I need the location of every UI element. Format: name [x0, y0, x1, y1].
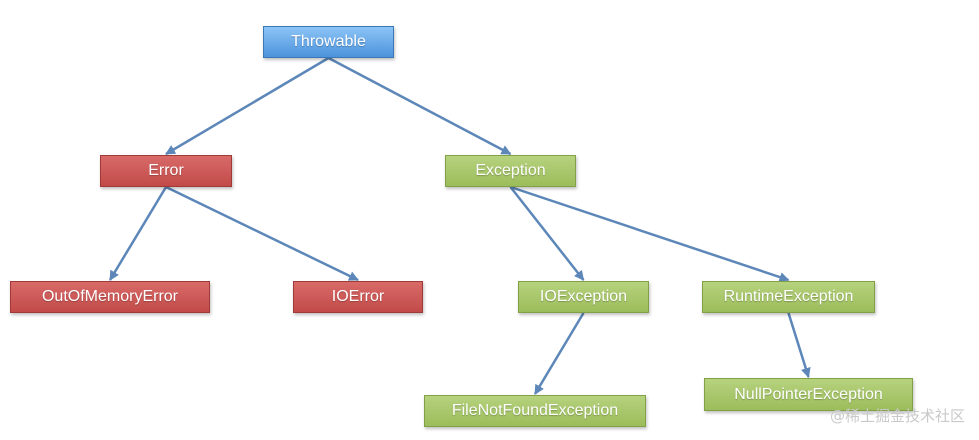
node-io-exception: IOException [518, 281, 649, 313]
node-error: Error [100, 155, 232, 187]
watermark: @稀土掘金技术社区 [829, 407, 965, 425]
node-null-pointer-exception: NullPointerException [704, 378, 913, 411]
arrow-error-to-out_of_memory_error [108, 186, 168, 281]
node-io-error: IOError [293, 281, 423, 313]
node-out-of-memory-error: OutOfMemoryError [10, 281, 210, 313]
arrow-exception-to-io_exception [509, 186, 585, 281]
arrow-runtime_exception-to-null_pointer_exception [787, 312, 811, 378]
arrow-error-to-io_error [165, 185, 359, 282]
arrow-io_exception-to-file_not_found_exception [533, 312, 585, 395]
arrow-throwable-to-exception [327, 56, 512, 156]
arrow-exception-to-runtime_exception [510, 185, 790, 282]
node-runtime-exception: RuntimeException [702, 281, 875, 313]
node-file-not-found-exception: FileNotFoundException [424, 395, 646, 427]
node-throwable: Throwable [263, 26, 394, 58]
node-exception: Exception [445, 155, 576, 187]
arrow-throwable-to-error [165, 56, 330, 156]
